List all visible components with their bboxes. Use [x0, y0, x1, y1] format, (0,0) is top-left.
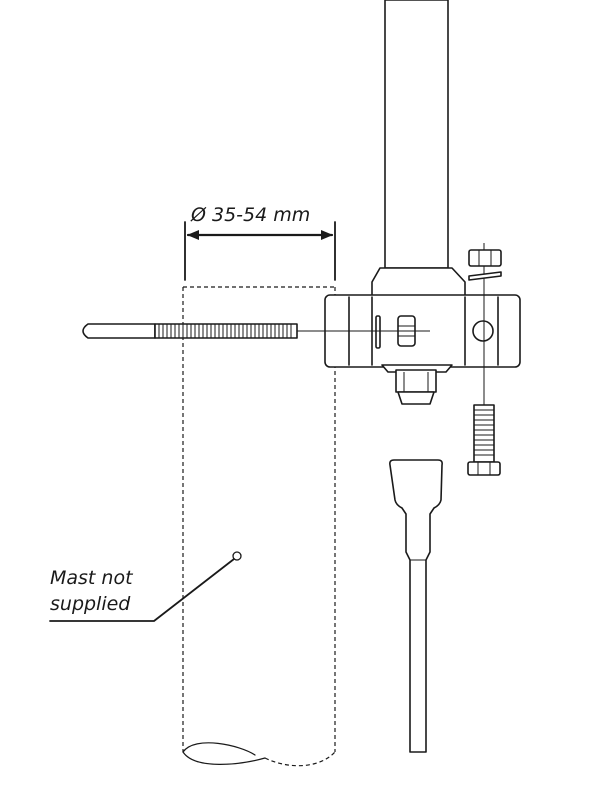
diameter-label: Ø 35-54 mm	[190, 204, 310, 226]
bolt-assembly	[467, 243, 502, 476]
mast-outline	[182, 286, 336, 767]
diameter-dimension: Ø 35-54 mm	[184, 204, 336, 281]
mast-annotation: Mast not supplied	[49, 551, 242, 622]
mount-clamp	[295, 267, 521, 405]
threaded-rod	[82, 323, 298, 339]
mast-label-line1: Mast not	[50, 567, 134, 589]
mast-label-line2: supplied	[50, 593, 131, 615]
antenna-upper-tube	[384, 0, 449, 269]
antenna-lower-element	[389, 459, 443, 753]
